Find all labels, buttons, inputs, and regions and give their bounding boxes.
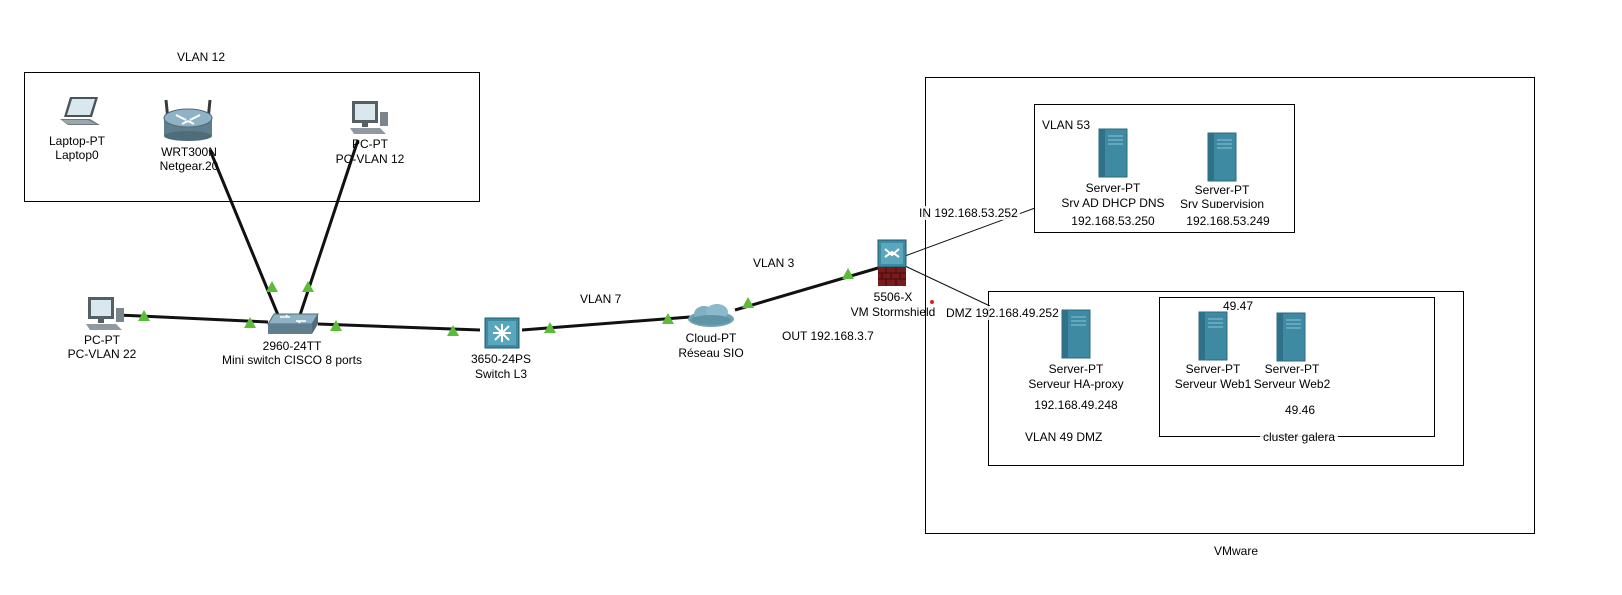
- multilayer-switch-icon: [484, 317, 520, 349]
- switch-3650-device[interactable]: [484, 317, 520, 349]
- switch-model: 2960-24TT: [262, 339, 322, 353]
- cloud-name: Réseau SIO: [678, 346, 744, 360]
- srv-ad-model: Server-PT: [1085, 181, 1141, 195]
- laptop-icon: [60, 97, 100, 125]
- firewall-icon: [877, 239, 907, 286]
- server-web1-device[interactable]: [1198, 311, 1228, 361]
- vlan7-label: VLAN 7: [580, 292, 622, 306]
- link-firewall-dmz[interactable]: [904, 265, 991, 307]
- port-indicators: [138, 268, 854, 336]
- srv-sup-name-clip: Srv Supervision: [1160, 197, 1284, 208]
- laptop-name: Laptop0: [55, 148, 99, 162]
- server-supervision-device[interactable]: [1207, 132, 1237, 182]
- server-icon: [1276, 312, 1306, 362]
- pc-vlan22-device[interactable]: [84, 296, 126, 332]
- l3switch-name: Switch L3: [474, 367, 528, 381]
- srv-ad-ip: 192.168.53.250: [1071, 214, 1155, 228]
- srv-web1-model: Server-PT: [1185, 362, 1241, 376]
- srv-sup-model: Server-PT: [1194, 183, 1250, 197]
- server-ad-device[interactable]: [1098, 128, 1128, 178]
- out-ip-label: OUT 192.168.3.7: [782, 329, 874, 343]
- cloud-device[interactable]: [686, 302, 736, 328]
- srv-ha-name: Serveur HA-proxy: [1028, 377, 1124, 391]
- pc-icon: [86, 297, 124, 330]
- vlan53-label: VLAN 53: [1042, 118, 1091, 132]
- srv-sup-ip: 192.168.53.249: [1186, 214, 1270, 228]
- switch-2960-device[interactable]: [266, 312, 320, 336]
- switch-name: Mini switch CISCO 8 ports: [221, 353, 363, 367]
- firewall-model: 5506-X: [873, 290, 913, 304]
- srv-ha-model: Server-PT: [1048, 362, 1104, 376]
- pc22-name: PC-VLAN 22: [67, 347, 137, 361]
- link-router-switch[interactable]: [208, 149, 280, 316]
- pc-icon: [350, 101, 388, 134]
- server-haproxy-device[interactable]: [1061, 309, 1091, 359]
- port-indicator: [742, 297, 754, 308]
- firewall-device[interactable]: [877, 239, 907, 287]
- link-switch-l3switch[interactable]: [317, 322, 481, 332]
- laptop-device[interactable]: [60, 95, 104, 131]
- server-icon: [1098, 128, 1128, 178]
- server-icon: [1207, 132, 1237, 182]
- port-indicator: [244, 317, 256, 328]
- pc-vlan12-device[interactable]: [348, 100, 390, 136]
- dmz-ip-label: DMZ 192.168.49.252: [944, 306, 1061, 320]
- switch-icon: [267, 313, 319, 334]
- srv-web2-model: Server-PT: [1264, 362, 1320, 376]
- firewall-name: VM Stormshield: [850, 305, 936, 319]
- cloud-model: Cloud-PT: [685, 331, 737, 345]
- server-icon: [1061, 309, 1091, 359]
- in-ip-label: IN 192.168.53.252: [917, 206, 1020, 220]
- vmware-area: [925, 77, 1535, 534]
- port-indicator: [842, 268, 854, 279]
- cluster-galera-label: cluster galera: [1259, 430, 1339, 444]
- vlan12-label: VLAN 12: [177, 50, 226, 64]
- srv-ha-ip: 192.168.49.248: [1034, 398, 1118, 412]
- port-indicator: [662, 313, 674, 324]
- status-dot: [930, 300, 934, 304]
- pc12-model: PC-PT: [352, 137, 388, 151]
- srv-web2-ip: 49.46: [1284, 403, 1316, 417]
- router-device[interactable]: [160, 98, 216, 144]
- port-indicator: [266, 281, 278, 292]
- port-indicator: [330, 320, 342, 331]
- pc22-model: PC-PT: [84, 333, 120, 347]
- wireless-router-icon: [163, 99, 213, 141]
- server-web2-device[interactable]: [1276, 312, 1306, 362]
- srv-sup-name: Srv Supervision: [1179, 197, 1265, 208]
- server-icon: [1198, 311, 1228, 361]
- port-indicator: [544, 322, 556, 333]
- srv-web1-name: Serveur Web1: [1174, 377, 1252, 391]
- srv-web1-ip: 49.47: [1222, 299, 1254, 313]
- cloud-icon: [688, 304, 734, 327]
- l3switch-model: 3650-24PS: [470, 352, 532, 366]
- vlan3-label: VLAN 3: [753, 256, 795, 270]
- vlan12-area: [24, 72, 480, 202]
- port-indicator: [138, 310, 150, 321]
- port-indicator: [302, 281, 314, 292]
- srv-web2-name: Serveur Web2: [1253, 377, 1331, 391]
- vlan53-area: [1034, 104, 1295, 233]
- router-name: Netgear.20: [159, 159, 219, 173]
- vlan49-dmz-area: [988, 291, 1464, 466]
- router-model: WRT300N: [161, 145, 217, 159]
- laptop-model: Laptop-PT: [48, 134, 106, 148]
- vlan49-label: VLAN 49 DMZ: [1025, 430, 1103, 444]
- link-cloud-firewall[interactable]: [734, 266, 879, 312]
- pc12-name: PC-VLAN 12: [335, 152, 405, 166]
- port-indicator: [447, 325, 459, 336]
- srv-ad-name: Srv AD DHCP DNS: [1061, 196, 1165, 210]
- vmware-label: VMware: [1214, 544, 1259, 558]
